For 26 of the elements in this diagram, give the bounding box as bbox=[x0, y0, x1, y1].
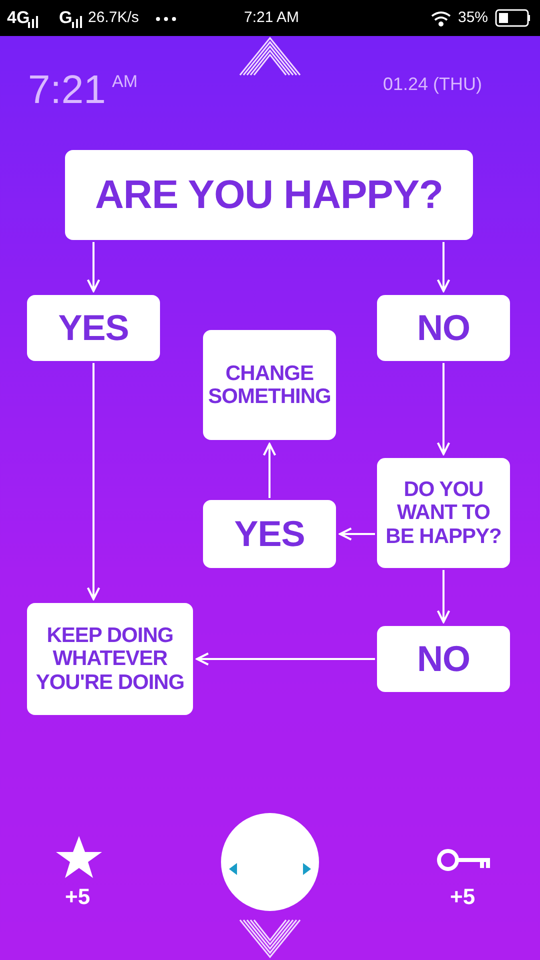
answer-box: NO bbox=[377, 626, 510, 692]
arrow bbox=[338, 527, 375, 541]
arrow bbox=[86, 363, 100, 600]
arrow bbox=[262, 442, 276, 498]
network-label: 4G bbox=[7, 8, 30, 28]
answer-box: YES bbox=[203, 500, 336, 568]
arrow bbox=[196, 652, 375, 666]
date-label: 01.24 (THU) bbox=[383, 74, 482, 95]
points-label: +5 bbox=[450, 884, 476, 910]
arrow bbox=[436, 242, 450, 292]
answer-box: NO bbox=[377, 295, 510, 361]
status-time: 7:21 AM bbox=[244, 9, 300, 26]
action-box: KEEP DOING WHATEVER YOU'RE DOING bbox=[27, 603, 193, 715]
arrow bbox=[436, 363, 450, 456]
points-label: +5 bbox=[65, 884, 90, 910]
decision-box: ARE YOU HAPPY? bbox=[65, 150, 473, 240]
answer-box: YES bbox=[27, 295, 160, 361]
network-label: G bbox=[59, 8, 72, 28]
arrow bbox=[86, 242, 100, 292]
clock-period: AM bbox=[112, 72, 138, 92]
arrow bbox=[436, 570, 450, 624]
clock-time: 7:21 bbox=[28, 68, 106, 113]
action-box: CHANGE SOMETHING bbox=[203, 330, 336, 440]
decision-box: DO YOU WANT TO BE HAPPY? bbox=[377, 458, 510, 568]
battery-percent: 35% bbox=[458, 9, 488, 26]
speed-label: 26.7K/s bbox=[88, 9, 139, 26]
